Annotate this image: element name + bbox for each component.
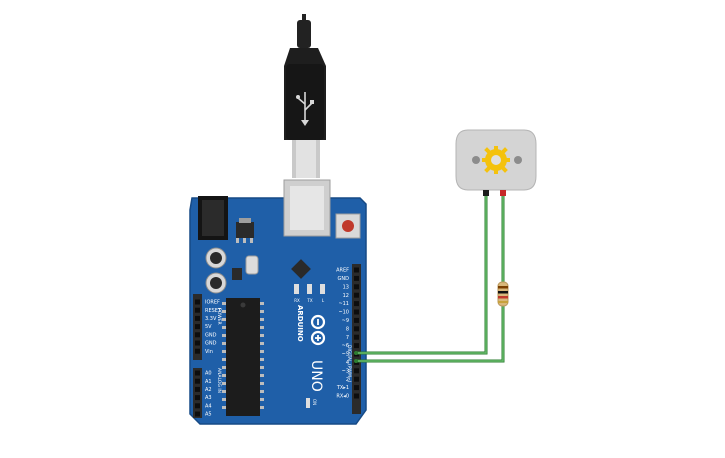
header-pin[interactable] [354,301,359,307]
pin-label: A2 [205,387,212,393]
header-pin[interactable] [354,317,359,323]
header-pin[interactable] [195,403,200,409]
header-pin[interactable] [354,385,359,391]
rx-label: RX [294,298,300,303]
capacitor [205,272,227,294]
pin-label: 2 [346,377,349,383]
pin-label: ~5 [342,352,349,358]
power-header-title: POWER [216,308,222,325]
analog-header-title: ANALOG IN [216,368,222,393]
analog-header [193,368,202,418]
pin-label: 13 [343,284,349,290]
pin-label: 5V [205,324,212,330]
reset-button[interactable] [335,213,361,239]
pin-label: A5 [205,412,212,418]
brand-label: ARDUINO [296,305,304,342]
pin-label: ~11 [338,301,349,307]
header-pin[interactable] [195,378,200,384]
header-pin[interactable] [195,411,200,417]
crystal-oscillator [245,255,259,275]
pin-label: 8 [346,326,349,332]
arduino-logo [310,314,326,346]
header-pin[interactable] [354,284,359,290]
header-pin[interactable] [195,348,200,354]
pin-label: ~6 [342,343,349,349]
header-pin[interactable] [195,324,200,330]
pin-label: 12 [343,293,349,299]
on-label: ON [312,399,317,405]
digital-header-title: DIGITAL (PWM~) [346,345,352,383]
pin-label: A4 [205,403,212,409]
pin-label: A0 [205,371,212,377]
pin-label: 7 [346,335,349,341]
header-pin[interactable] [354,343,359,349]
header-pin[interactable] [195,395,200,401]
pin-label: 4 [346,360,349,366]
pin-label: GND [338,276,350,282]
pin-label: RX◂0 [336,394,349,400]
capacitor [205,247,227,269]
header-pin[interactable] [354,267,359,273]
pin-label: ~9 [342,318,349,324]
tx-label: TX [306,298,312,303]
pin-label: AREF [336,268,349,274]
resistor-icon[interactable] [497,281,509,307]
pin-label: Vin [205,349,213,355]
pin-label: GND [205,332,217,338]
header-pin[interactable] [354,326,359,332]
header-pin[interactable] [354,376,359,382]
usb-b-cable-icon[interactable] [284,14,326,178]
pin-label: TX▸1 [336,385,349,391]
pin-label: RESET [205,308,222,314]
pin-label: GND [205,341,217,347]
header-pin[interactable] [195,340,200,346]
header-pin[interactable] [354,309,359,315]
pin-label: IOREF [205,300,220,306]
pin-label: 3.3V [205,316,217,322]
pin-label: A1 [205,379,212,385]
pin-label: A3 [205,395,212,401]
arduino-uno-board[interactable]: RX TX L ARDUINO UNO ON AREF GND 13 12 ~11 ~10… [189,179,367,425]
pin-label: ~3 [342,368,349,374]
header-pin[interactable] [195,332,200,338]
wire-pin6-to-resistor[interactable] [356,194,505,363]
header-pin[interactable] [195,299,200,305]
wire-pin7-to-motor[interactable] [356,194,488,355]
header-pin[interactable] [354,393,359,399]
l-label: L [322,298,325,303]
header-pin[interactable] [195,315,200,321]
header-pin[interactable] [195,370,200,376]
pin-label: ~10 [338,310,349,316]
gear-icon [482,146,510,174]
dc-power-jack [198,196,228,240]
header-pin[interactable] [354,292,359,298]
model-label: UNO [308,360,324,392]
header-pin[interactable] [354,334,359,340]
atmega-microcontroller [222,298,264,416]
header-pin[interactable] [354,275,359,281]
header-pin[interactable] [354,368,359,374]
header-pin[interactable] [195,307,200,313]
dc-motor-icon[interactable] [455,129,537,196]
header-pin[interactable] [195,386,200,392]
